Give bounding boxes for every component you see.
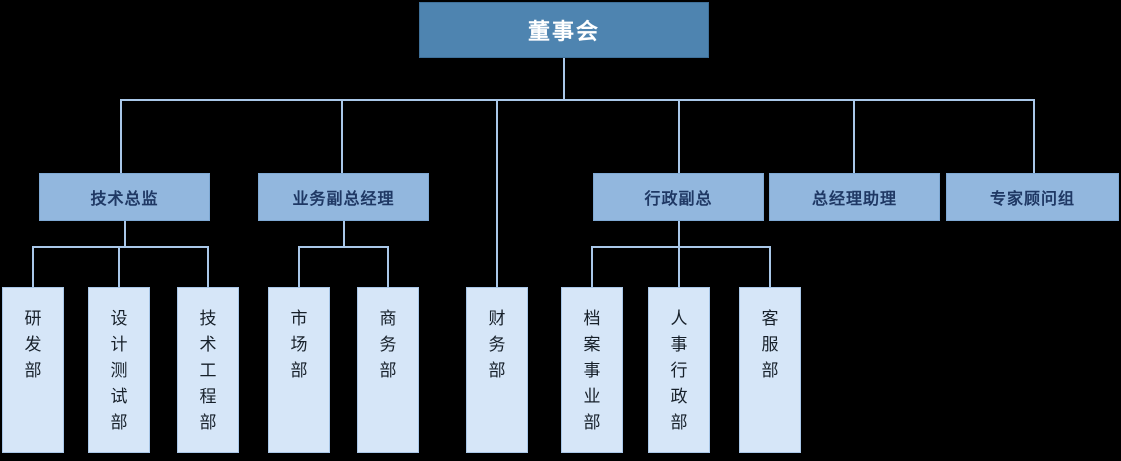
connector-drop-gm-assistant	[853, 99, 855, 173]
char: 测	[110, 361, 128, 380]
connector-drop-tech-eng	[207, 246, 209, 287]
node-expert-group-label: 专家顾问组	[989, 191, 1075, 208]
char: 商	[379, 309, 397, 328]
char: 部	[379, 361, 397, 380]
node-customer-service-label: 客 服 部	[762, 306, 779, 384]
node-gm-assistant-label: 总经理助理	[811, 191, 897, 208]
char: 事	[670, 335, 688, 354]
char: 研	[24, 309, 42, 328]
connector-drop-design-test	[118, 246, 120, 287]
node-admin-vp-label: 行政副总	[644, 191, 713, 208]
char: 部	[110, 413, 128, 432]
char: 部	[199, 413, 217, 432]
connector-root-trunk	[563, 58, 565, 100]
char: 部	[24, 361, 42, 380]
char: 部	[488, 361, 506, 380]
char: 业	[583, 387, 601, 406]
node-tech-director[interactable]: 技术总监	[39, 173, 210, 221]
node-market-label: 市 场 部	[291, 306, 308, 384]
node-design-test[interactable]: 设 计 测 试 部	[88, 287, 150, 453]
connector-drop-customer-service	[769, 246, 771, 287]
connector-biz-vp-stem	[343, 221, 345, 247]
node-hr-admin-label: 人 事 行 政 部	[671, 306, 688, 436]
connector-drop-rnd	[32, 246, 34, 287]
node-finance-label: 财 务 部	[489, 306, 506, 384]
connector-drop-business	[387, 246, 389, 287]
char: 案	[583, 335, 601, 354]
node-archive[interactable]: 档 案 事 业 部	[561, 287, 623, 453]
char: 事	[583, 361, 601, 380]
node-board[interactable]: 董事会	[419, 2, 709, 58]
char: 财	[488, 309, 506, 328]
char: 部	[290, 361, 308, 380]
connector-drop-expert-group	[1033, 99, 1035, 173]
connector-drop-biz-vp	[341, 99, 343, 173]
connector-tech-director-stem	[124, 221, 126, 247]
node-tech-eng[interactable]: 技 术 工 程 部	[177, 287, 239, 453]
char: 试	[110, 387, 128, 406]
node-archive-label: 档 案 事 业 部	[584, 306, 601, 436]
node-admin-vp[interactable]: 行政副总	[593, 173, 764, 221]
char: 技	[199, 309, 217, 328]
node-finance[interactable]: 财 务 部	[466, 287, 528, 453]
char: 服	[761, 335, 779, 354]
connector-drop-admin-vp	[678, 99, 680, 173]
connector-drop-tech-director	[120, 99, 122, 173]
char: 发	[24, 335, 42, 354]
connector-admin-vp-bus	[591, 246, 770, 248]
node-hr-admin[interactable]: 人 事 行 政 部	[648, 287, 710, 453]
char: 部	[583, 413, 601, 432]
node-business[interactable]: 商 务 部	[357, 287, 419, 453]
connector-drop-hr-admin	[678, 246, 680, 287]
char: 务	[379, 335, 397, 354]
char: 部	[761, 361, 779, 380]
node-design-test-label: 设 计 测 试 部	[111, 306, 128, 436]
node-tech-eng-label: 技 术 工 程 部	[200, 306, 217, 436]
node-biz-vp-label: 业务副总经理	[292, 191, 395, 208]
char: 程	[199, 387, 217, 406]
char: 术	[199, 335, 217, 354]
char: 部	[670, 413, 688, 432]
node-customer-service[interactable]: 客 服 部	[739, 287, 801, 453]
char: 档	[583, 309, 601, 328]
connector-tech-director-bus	[32, 246, 209, 248]
char: 客	[761, 309, 779, 328]
connector-drop-archive	[591, 246, 593, 287]
node-market[interactable]: 市 场 部	[268, 287, 330, 453]
char: 场	[290, 335, 308, 354]
connector-root-bus	[120, 99, 1035, 101]
node-board-label: 董事会	[527, 19, 600, 44]
connector-drop-finance	[496, 99, 498, 287]
char: 务	[488, 335, 506, 354]
node-rnd[interactable]: 研 发 部	[2, 287, 64, 453]
char: 计	[110, 335, 128, 354]
char: 工	[199, 361, 217, 380]
char: 市	[290, 309, 308, 328]
node-expert-group[interactable]: 专家顾问组	[946, 173, 1119, 221]
node-tech-director-label: 技术总监	[90, 191, 159, 208]
connector-admin-vp-stem	[678, 221, 680, 247]
char: 设	[110, 309, 128, 328]
node-gm-assistant[interactable]: 总经理助理	[769, 173, 940, 221]
char: 人	[670, 309, 688, 328]
connector-drop-market	[298, 246, 300, 287]
char: 行	[670, 361, 688, 380]
node-biz-vp[interactable]: 业务副总经理	[258, 173, 429, 221]
node-business-label: 商 务 部	[380, 306, 397, 384]
node-rnd-label: 研 发 部	[25, 306, 42, 384]
connector-biz-vp-bus	[298, 246, 389, 248]
char: 政	[670, 387, 688, 406]
